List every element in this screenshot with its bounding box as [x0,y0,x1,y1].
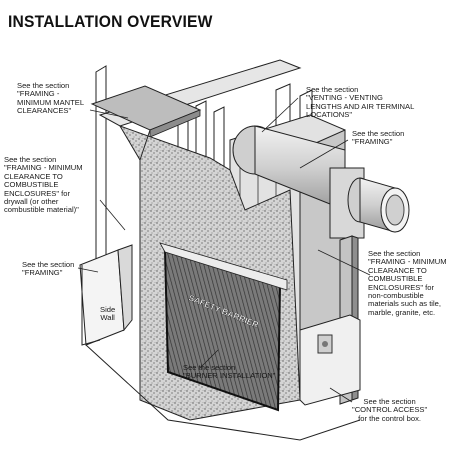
callout-line: materials such as tile, [368,299,442,309]
callout-line: combustible material)" [4,205,79,215]
callout-line: See the section [368,249,421,258]
callout-line: ENCLOSURES" for [4,188,70,198]
callout-line: See the section [183,363,236,372]
callout-line: "BURNER INSTALLATION" [183,371,276,381]
callout-line: "FRAMING - MINIMUM [368,257,447,267]
callout-line: See the section [352,129,405,138]
page-title: INSTALLATION OVERVIEW [8,12,213,31]
callout-framing-right: See the section"FRAMING" [352,129,405,147]
vent-pipe [232,125,410,239]
callout-line: CLEARANCE TO [4,171,63,181]
callout-line: "FRAMING - MINIMUM [4,163,83,173]
callout-line: Wall [100,313,115,323]
side-wall [79,249,125,346]
callout-line: ENCLOSURES" for [368,282,434,292]
callout-line: COMBUSTIBLE [368,274,423,284]
leader-lines [77,97,371,403]
callout-line: See the section [22,260,75,269]
callout-line: "FRAMING" [22,268,63,278]
callout-line: CLEARANCES" [17,106,72,116]
callout-line: LOCATIONS" [306,110,353,120]
callout-line: non-combustible [368,291,424,301]
callout-line: LENGTHS AND AIR TERMINAL [306,101,415,111]
control-box [299,314,361,406]
callout-framing-left: See the section"FRAMING" [22,260,75,278]
callout-line: for the control box. [358,413,422,423]
callout-line: "CONTROL ACCESS" [352,405,428,415]
callout-line: Side [100,305,116,314]
callout-control-access: See the section"CONTROL ACCESS"for the c… [352,397,428,423]
callout-line: drywall (or other [4,197,59,207]
callout-line: See the section [363,397,416,406]
callout-burner-installation: See the section"BURNER INSTALLATION" [183,363,276,381]
callout-line: See the section [306,85,359,94]
callout-line: CLEARANCE TO [368,265,427,275]
callout-line: marble, granite, etc. [368,307,436,317]
callout-line: "FRAMING - [17,89,60,99]
callout-line: See the section [4,155,57,164]
callout-line: See the section [17,81,70,90]
callout-line: "VENTING - VENTING [306,93,383,103]
callout-line: COMBUSTIBLE [4,180,59,190]
callout-line: MINIMUM MANTEL [17,97,85,107]
callout-line: "FRAMING" [352,137,393,147]
